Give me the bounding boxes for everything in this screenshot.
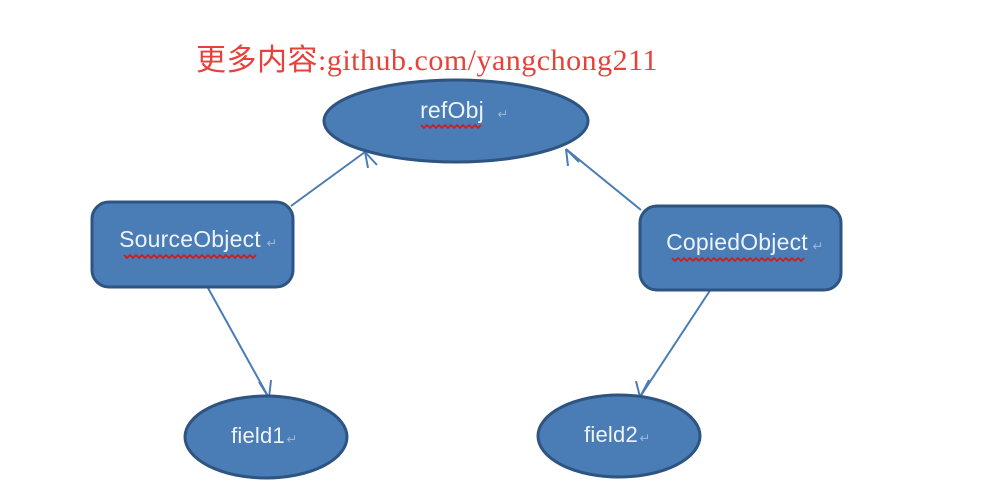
edge-copied-to-refobj (565, 148, 642, 211)
node-refobj-shape[interactable] (322, 78, 590, 164)
node-copiedobject-shape[interactable] (638, 204, 843, 292)
node-copiedobject-label: CopiedObject (666, 229, 808, 255)
node-sourceobject[interactable]: SourceObject ↵ (90, 200, 295, 289)
node-refobj-pilcrow: ↵ (497, 106, 508, 121)
node-field2-label: field2 (584, 422, 638, 447)
node-field2[interactable]: field2 ↵ (536, 393, 702, 479)
edge-source-to-refobj (290, 151, 378, 207)
node-refobj-label: refObj (420, 97, 484, 123)
edge-source-to-field1 (207, 287, 272, 399)
node-copiedobject-pilcrow: ↵ (812, 238, 823, 253)
node-field1[interactable]: field1 ↵ (183, 394, 349, 480)
watermark-text: 更多内容:github.com/yangchong211 (196, 44, 658, 77)
node-sourceobject-shape[interactable] (90, 200, 295, 289)
node-sourceobject-pilcrow: ↵ (266, 235, 277, 250)
node-field1-label: field1 (231, 423, 285, 448)
node-refobj-spellcheck-underline (420, 123, 482, 130)
node-field1-shape[interactable] (183, 394, 349, 480)
node-sourceobject-spellcheck-underline (123, 253, 257, 260)
edge-copied-to-field2 (635, 288, 712, 398)
node-refobj[interactable]: refObj ↵ (322, 78, 590, 164)
node-field2-pilcrow: ↵ (639, 430, 650, 445)
node-copiedobject[interactable]: CopiedObject ↵ (638, 204, 843, 292)
node-field1-pilcrow: ↵ (286, 431, 297, 446)
node-sourceobject-label: SourceObject (119, 226, 261, 252)
node-field2-shape[interactable] (536, 393, 702, 479)
node-copiedobject-spellcheck-underline (671, 256, 805, 263)
